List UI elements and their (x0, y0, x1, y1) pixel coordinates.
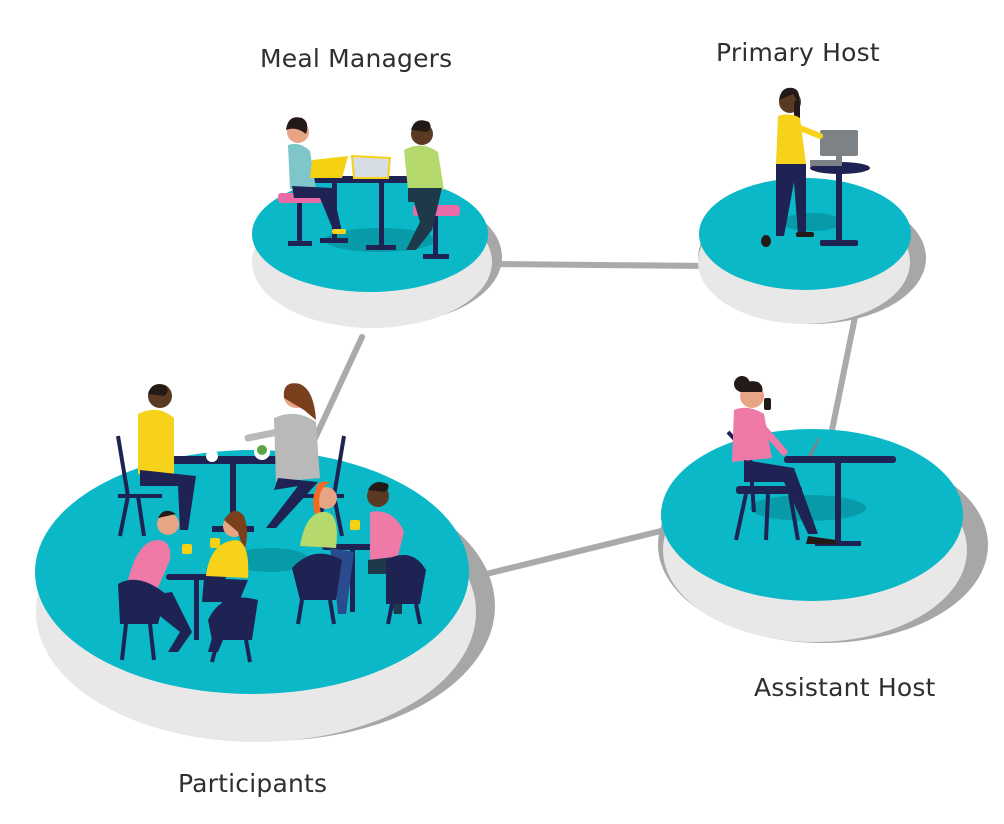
scene-meal-managers (278, 117, 460, 259)
edge-assistant-participants (467, 527, 668, 581)
platform-primary-host (698, 178, 926, 324)
scene-primary-host (761, 87, 870, 247)
label-participants: Participants (178, 769, 328, 798)
scene-participants (116, 383, 426, 663)
scene-assistant-host (726, 376, 896, 546)
label-meal-managers: Meal Managers (260, 44, 453, 73)
edge-primary-assistant (827, 309, 859, 443)
edge-meal-primary (485, 261, 715, 269)
label-primary-host: Primary Host (716, 38, 880, 67)
platform-participants (35, 450, 495, 742)
label-assistant-host: Assistant Host (754, 673, 936, 702)
